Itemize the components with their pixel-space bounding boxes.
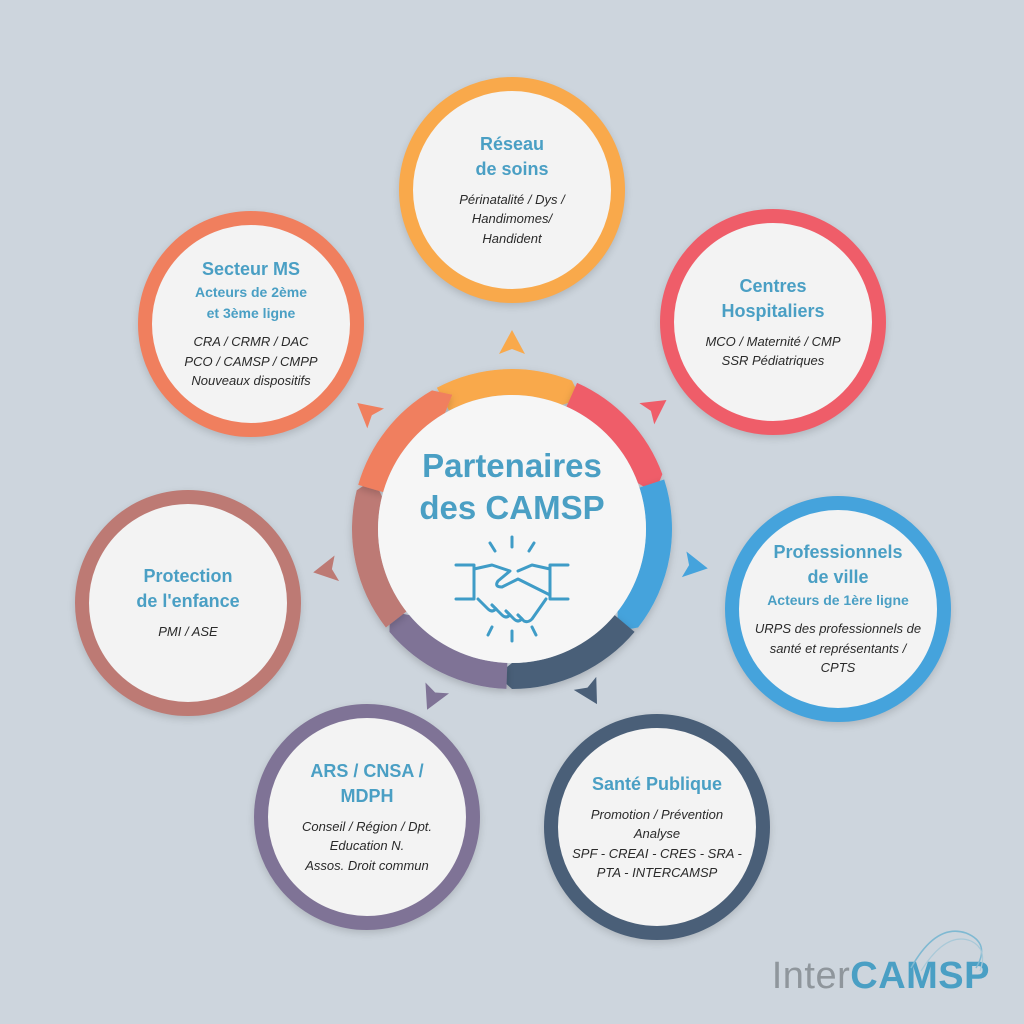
node-title: Professionnels de ville (773, 542, 903, 588)
node-description: MCO / Maternité / CMP SSR Pédiatriques (705, 333, 841, 369)
arrow-to-ars (425, 682, 450, 710)
arrow-to-reseau (499, 330, 525, 354)
node-description: PMI / ASE (158, 624, 218, 640)
node-subtitle: Acteurs de 1ère ligne (767, 592, 909, 609)
handshake-icon (454, 535, 570, 643)
arrow-to-secteur (357, 403, 385, 429)
arrow-to-hospitaliers (639, 399, 667, 425)
node-description: Conseil / Région / Dpt. Education N. Ass… (301, 818, 433, 873)
ring-segment-ars (389, 611, 508, 689)
logo-part-camsp: CAMSP (850, 955, 990, 997)
connector-arrows (313, 330, 708, 710)
node-title: Centres Hospitaliers (721, 275, 825, 321)
node-subtitle: Acteurs de 2ème et 3ème ligne (194, 284, 308, 322)
logo-part-inter: Inter (771, 955, 851, 997)
node-description: Périnatalité / Dys / Handimomes/ Handide… (459, 191, 565, 246)
node-description: URPS des professionnels de santé et repr… (754, 621, 922, 676)
node-title: ARS / CNSA / MDPH (310, 760, 424, 806)
center-title: Partenaires des CAMSP (419, 447, 605, 526)
ring-segment-professionnels (617, 479, 673, 632)
node-title: Réseau de soins (475, 133, 549, 179)
node-title: Secteur MS (201, 259, 301, 280)
ring-segment-sante (496, 615, 635, 689)
node-ars: ARS / CNSA / MDPH Conseil / Région / Dpt.… (254, 704, 480, 930)
arrow-to-sante (573, 676, 597, 705)
arrow-to-protection (313, 555, 340, 582)
node-description: CRA / CRMR / DAC PCO / CAMSP / CMPP Nouv… (184, 334, 318, 389)
logo-swirl-icon (910, 930, 984, 972)
node-title: Protection de l'enfance (136, 566, 240, 612)
arrow-to-professionnels (681, 551, 708, 578)
node-description: Promotion / Prévention Analyse SPF - CRE… (572, 806, 742, 881)
ring-segment-hospitaliers (566, 382, 663, 494)
ring-segment-secteur (358, 390, 453, 493)
center-circle: Partenaires des CAMSP (378, 395, 646, 663)
intercamsp-logo: InterCAMSP (771, 930, 990, 998)
node-title: Santé Publique (591, 773, 723, 794)
